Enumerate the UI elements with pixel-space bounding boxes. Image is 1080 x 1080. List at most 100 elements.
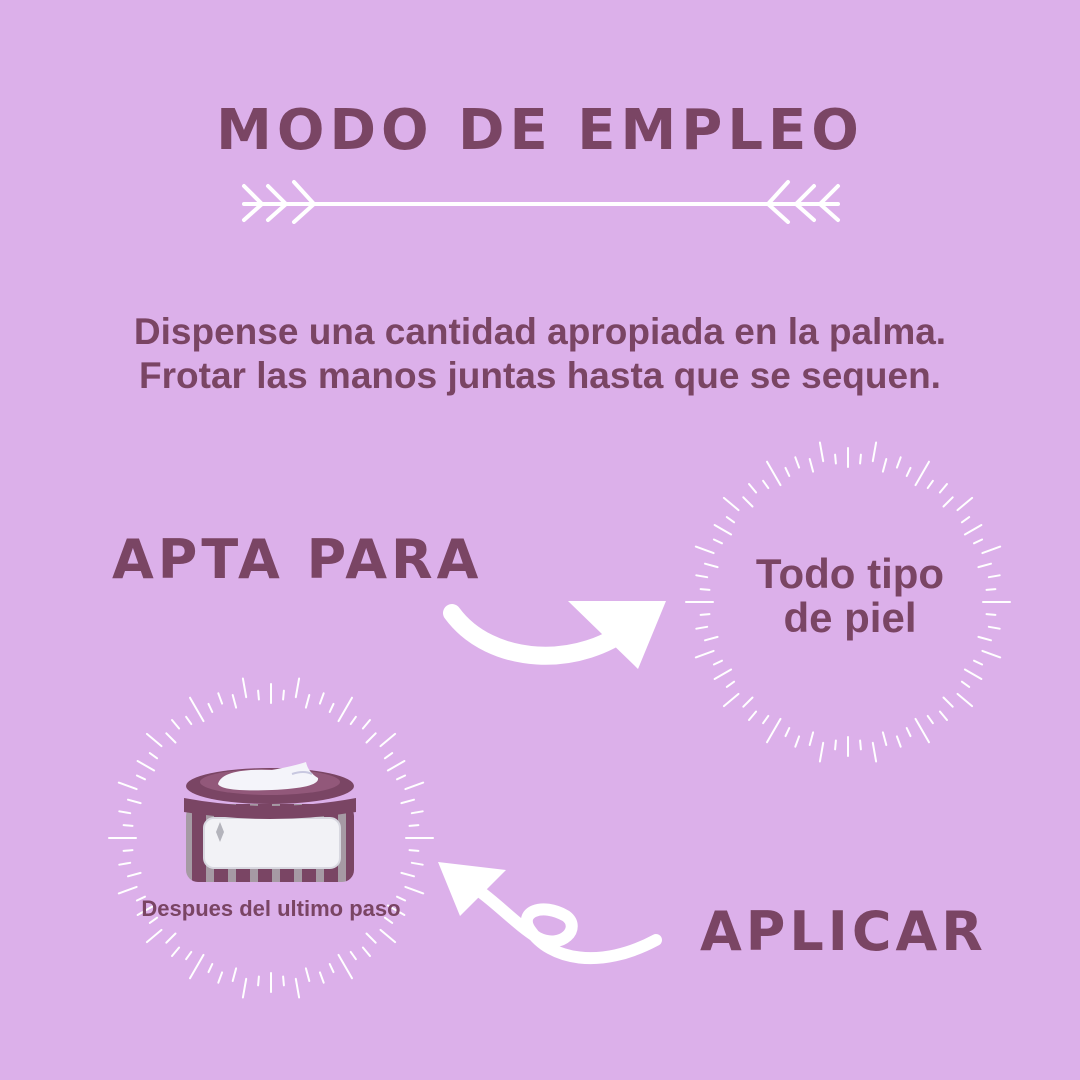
sunburst-ray	[859, 739, 862, 751]
sunburst-icon	[685, 441, 1011, 763]
sunburst-ray	[337, 953, 353, 980]
sunburst-icon	[108, 677, 434, 999]
sunburst-ray	[722, 496, 740, 512]
sunburst-ray	[171, 946, 181, 957]
sunburst-ray	[189, 696, 205, 723]
sunburst-ray	[217, 971, 224, 984]
sunburst-ray	[881, 731, 888, 746]
sunburst-ray	[871, 441, 878, 463]
sunburst-ray	[171, 719, 181, 730]
sunburst-ray	[987, 625, 1001, 630]
sunburst-ray	[135, 774, 146, 781]
sunburst-ray	[207, 963, 214, 974]
sunburst-ray	[977, 635, 992, 642]
sunburst-ray	[973, 659, 984, 666]
suitable-label: APTA PARA	[112, 528, 483, 591]
sunburst-ray	[808, 731, 815, 746]
sunburst-ray	[859, 453, 862, 465]
sunburst-ray	[185, 950, 193, 961]
sunburst-ray	[985, 613, 997, 616]
sunburst-ray	[942, 496, 954, 508]
sunburst-ray	[241, 977, 248, 999]
sunburst-ray	[963, 524, 983, 536]
sunburst-ray	[713, 524, 733, 536]
sunburst-ray	[938, 483, 948, 494]
sunburst-ray	[318, 971, 325, 984]
sunburst-ray	[217, 692, 224, 705]
sunburst-ray	[895, 456, 902, 469]
sunburst-ray	[165, 932, 177, 944]
sunburst-ray	[981, 649, 1002, 659]
sunburst-ray	[318, 692, 325, 705]
sunburst-ray	[981, 545, 1002, 555]
sunburst-ray	[408, 849, 420, 852]
curved-arrow-icon	[443, 601, 666, 669]
skin-type-line-2: de piel	[783, 594, 917, 641]
sunburst-ray	[122, 824, 134, 827]
sunburst-ray	[241, 677, 248, 699]
sunburst-ray	[337, 696, 353, 723]
sunburst-ray	[713, 668, 733, 680]
sunburst-ray	[926, 479, 934, 490]
sunburst-ray	[404, 781, 425, 791]
sunburst-ray	[748, 710, 758, 721]
sunburst-ray	[117, 781, 138, 791]
sunburst-ray	[410, 810, 424, 815]
sunburst-ray	[881, 458, 888, 473]
sunburst-ray	[386, 904, 406, 916]
sunburst-ray	[794, 735, 801, 748]
sunburst-ray	[400, 798, 415, 805]
instructions-text: Dispense una cantidad apropiada en la pa…	[60, 310, 1020, 398]
sunburst-ray	[189, 953, 205, 980]
sunburst-ray	[808, 458, 815, 473]
sunburst-ray	[294, 677, 301, 699]
sunburst-ray	[973, 538, 984, 545]
sunburst-ray	[960, 680, 971, 688]
sunburst-ray	[834, 453, 837, 465]
sunburst-ray	[895, 735, 902, 748]
sunburst-ray	[404, 885, 425, 895]
sunburst-ray	[118, 810, 132, 815]
sunburst-ray	[695, 574, 709, 579]
instructions-line-2: Frotar las manos juntas hasta que se seq…	[139, 355, 941, 396]
sunburst-ray	[118, 861, 132, 866]
sunburst-ray	[207, 702, 214, 713]
sunburst-ray	[304, 967, 311, 982]
sunburst-ray	[294, 977, 301, 999]
skin-type-text: Todo tipo de piel	[700, 552, 1000, 640]
apply-label: APLICAR	[700, 900, 987, 963]
arrow-divider-icon	[242, 180, 840, 224]
sunburst-ray	[987, 574, 1001, 579]
after-last-step-caption: Despues del ultimo paso	[141, 896, 401, 921]
sunburst-ray	[383, 916, 394, 924]
sunburst-ray	[794, 456, 801, 469]
sunburst-ray	[956, 496, 974, 512]
sunburst-ray	[725, 516, 736, 524]
sunburst-ray	[694, 649, 715, 659]
sunburst-ray	[704, 635, 719, 642]
sunburst-ray	[784, 466, 791, 477]
sunburst-ray	[704, 562, 719, 569]
sunburst-ray	[694, 545, 715, 555]
sunburst-ray	[136, 760, 156, 772]
sunburst-ray	[834, 739, 837, 751]
sunburst-ray	[231, 967, 238, 982]
sunburst-ray	[818, 741, 825, 763]
sunburst-ray	[127, 871, 142, 878]
sunburst-ray	[766, 717, 782, 744]
sunburst-ray	[722, 692, 740, 708]
sunburst-ray	[282, 975, 285, 987]
sunburst-ray	[185, 715, 193, 726]
sunburst-ray	[926, 714, 934, 725]
sunburst-ray	[365, 932, 377, 944]
sunburst-ray	[349, 715, 357, 726]
sunburst-ray	[985, 588, 997, 591]
sunburst-ray	[122, 849, 134, 852]
sunburst-ray	[135, 895, 146, 902]
page-title: MODO DE EMPLEO	[216, 98, 864, 163]
sunburst-ray	[148, 752, 159, 760]
sunburst-ray	[695, 625, 709, 630]
sunburst-ray	[328, 702, 335, 713]
sunburst-ray	[257, 689, 260, 701]
